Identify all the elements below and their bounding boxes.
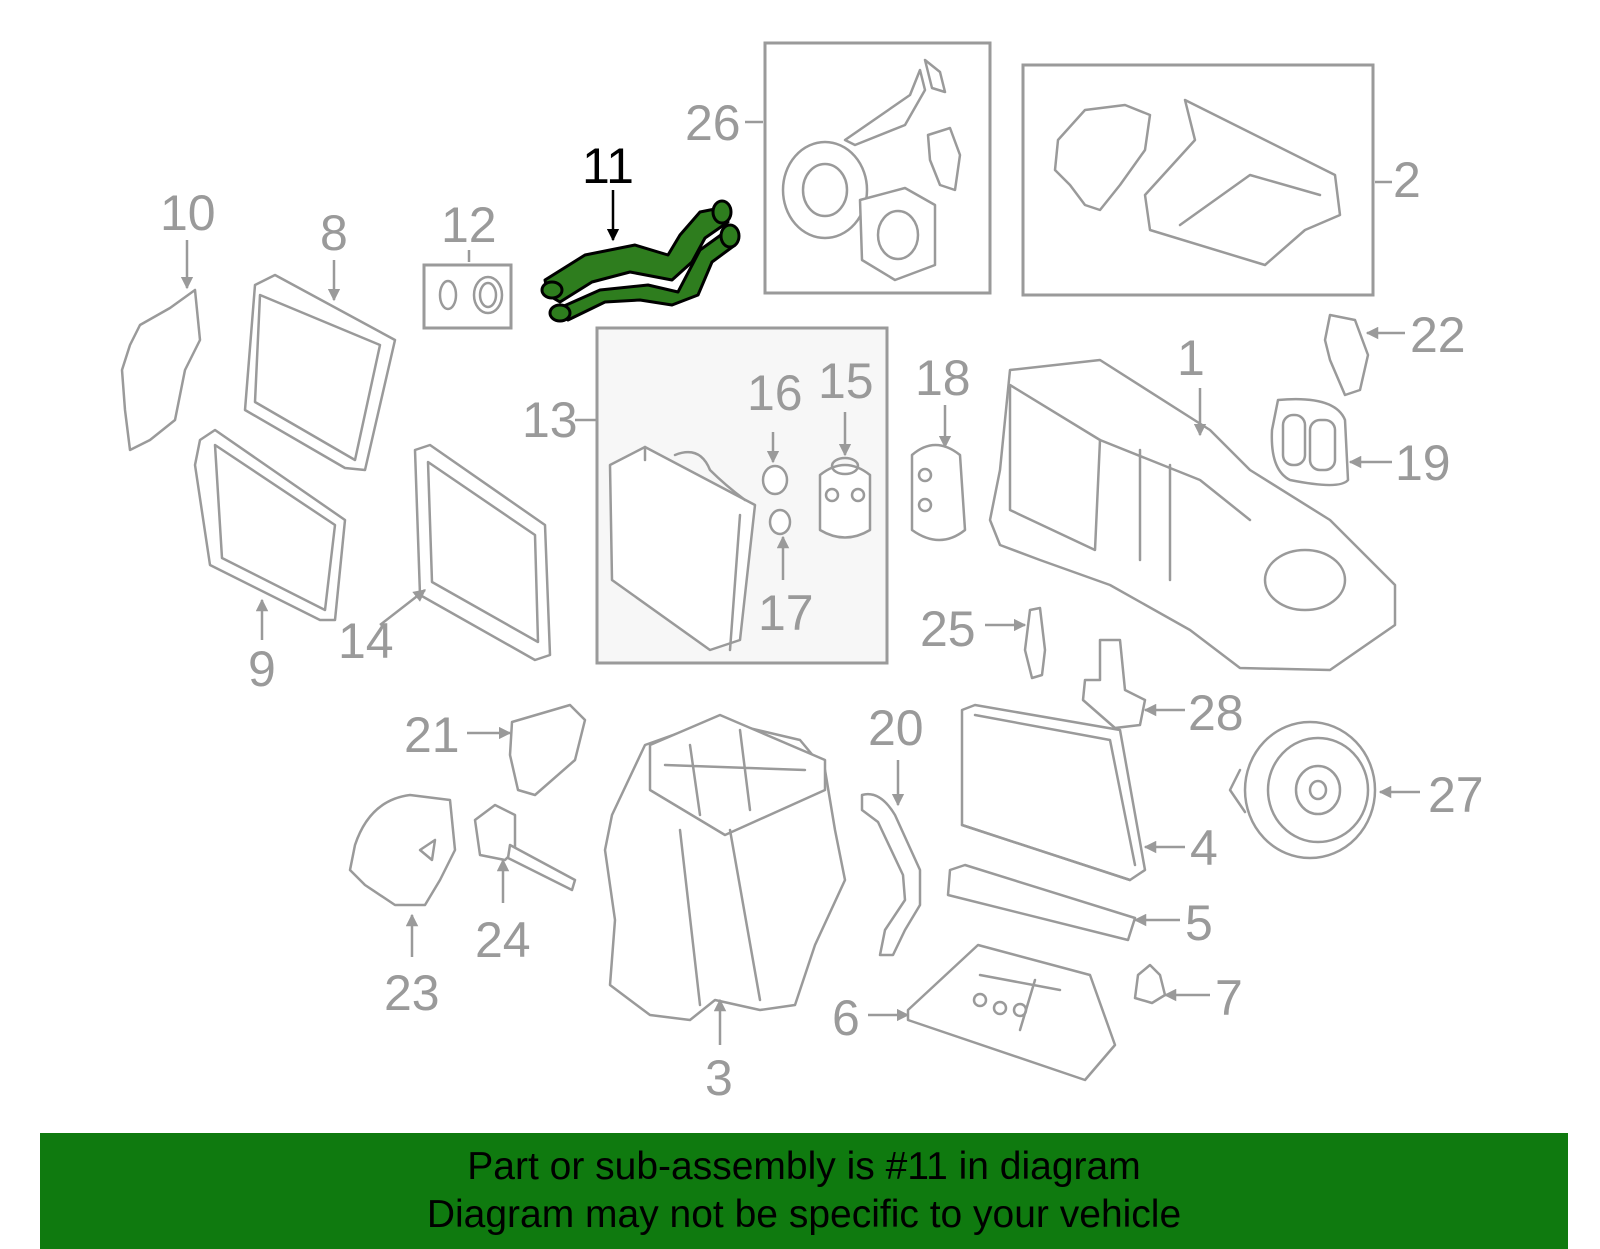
part-8 [243,273,397,472]
kit-box-13 [595,326,889,665]
callout-28: 28 [1188,685,1244,741]
callout-10: 10 [160,185,216,241]
part-20-hose [860,792,922,957]
part-19 [1270,398,1350,487]
part-3-housing [603,713,847,1022]
callout-16: 16 [747,365,803,421]
part-4-filter [960,703,1147,882]
callout-13: 13 [522,392,578,448]
banner-line-2: Diagram may not be specific to your vehi… [426,1193,1182,1236]
callout-7: 7 [1215,970,1243,1026]
callout-2: 2 [1393,152,1421,208]
callout-1: 1 [1177,330,1205,386]
callout-18: 18 [915,350,971,406]
callout-9: 9 [248,641,276,697]
callout-27: 27 [1428,767,1484,823]
part-21 [508,703,587,797]
part-5 [946,863,1137,942]
info-banner: Part or sub-assembly is #11 in diagram D… [40,1133,1568,1249]
part-7 [1133,963,1167,1005]
part-28 [1081,638,1147,730]
part-10 [120,288,202,452]
part-1-housing [988,358,1397,672]
callout-3: 3 [705,1050,733,1106]
callout-15: 15 [818,353,874,409]
callout-17: 17 [758,585,814,641]
callout-11: 11 [582,138,634,194]
part-25 [1023,606,1047,680]
part-6-tray [906,943,1117,1082]
callout-6: 6 [832,990,860,1046]
callout-8: 8 [320,205,348,261]
part-24 [473,803,577,892]
part-23 [348,793,457,907]
callout-25: 25 [920,601,976,657]
callout-21: 21 [404,707,460,763]
callout-12: 12 [441,197,497,253]
kit-box-12 [422,263,513,330]
kit-box-26 [763,41,992,295]
kit-box-2 [1021,63,1375,297]
part-14 [413,443,552,662]
heater-pipes-part-11 [540,199,741,323]
callout-5: 5 [1185,895,1213,951]
callout-14: 14 [338,613,394,669]
callout-26: 26 [685,95,741,151]
part-22 [1323,313,1370,397]
part-27-blower [1228,720,1377,860]
part-18 [910,443,967,542]
part-9 [193,428,347,622]
banner-line-1: Part or sub-assembly is #11 in diagram [467,1145,1141,1188]
callout-4: 4 [1190,820,1218,876]
callout-24: 24 [475,912,531,968]
callout-19: 19 [1395,435,1451,491]
callout-20: 20 [868,700,924,756]
callout-22: 22 [1410,307,1466,363]
callout-23: 23 [384,965,440,1021]
